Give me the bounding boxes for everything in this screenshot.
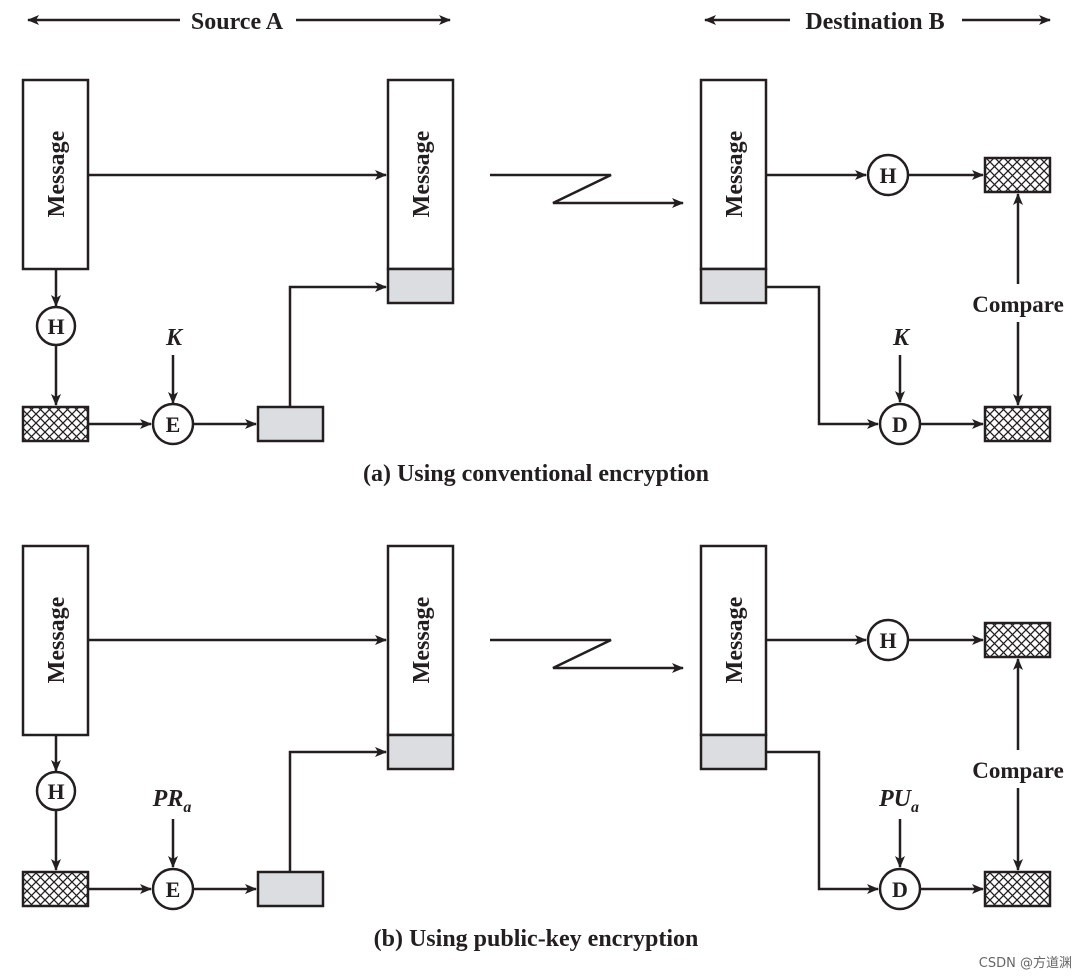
decrypt-label: D bbox=[892, 412, 908, 437]
decryption-key-label: K bbox=[892, 325, 911, 351]
panel-public-key-encryption: Message H PRa E Message Message H PUa D bbox=[21, 544, 1064, 952]
panel-conventional-encryption: Message H K E Message Message H K bbox=[21, 78, 1064, 487]
private-key-subscript: a bbox=[183, 799, 191, 816]
received-signature-block bbox=[699, 267, 768, 305]
encryption-key-label: K bbox=[165, 325, 184, 351]
source-label: Source A bbox=[191, 9, 284, 35]
hash-label: H bbox=[47, 779, 64, 804]
watermark: CSDN @方道渊 bbox=[979, 955, 1072, 971]
public-key-label: PUa bbox=[878, 786, 919, 816]
compare-label: Compare bbox=[972, 758, 1064, 783]
signature-to-decrypt-arrow bbox=[766, 750, 879, 894]
decrypt-label: D bbox=[892, 877, 908, 902]
encrypted-hash-block bbox=[256, 870, 325, 908]
outgoing-signature-block bbox=[386, 733, 455, 771]
encrypted-hash-block bbox=[256, 405, 325, 443]
hash-digest-block bbox=[21, 405, 90, 443]
encrypt-label: E bbox=[166, 877, 181, 902]
transmission-arrow bbox=[490, 638, 684, 673]
decrypted-digest-block bbox=[983, 405, 1052, 443]
header: Source A Destination B bbox=[27, 9, 1051, 35]
private-key-base: PR bbox=[152, 786, 184, 812]
caption-b: (b) Using public-key encryption bbox=[374, 926, 699, 952]
encrypt-label: E bbox=[166, 412, 181, 437]
signature-attach-arrow bbox=[288, 282, 387, 407]
outgoing-message-box bbox=[386, 544, 455, 737]
public-key-base: PU bbox=[878, 786, 913, 812]
dest-hash-label: H bbox=[879, 628, 896, 653]
outgoing-message-label: Message bbox=[409, 130, 435, 217]
source-message-label: Message bbox=[44, 130, 70, 217]
caption-a: (a) Using conventional encryption bbox=[363, 461, 709, 487]
received-signature-block bbox=[699, 733, 768, 771]
private-key-label: PRa bbox=[152, 786, 192, 816]
received-message-label: Message bbox=[722, 596, 748, 683]
signature-attach-arrow bbox=[288, 747, 387, 872]
compare-label: Compare bbox=[972, 292, 1064, 317]
signature-to-decrypt-arrow bbox=[766, 285, 879, 429]
outgoing-message-label: Message bbox=[409, 596, 435, 683]
transmission-arrow bbox=[490, 173, 684, 208]
decrypted-digest-block bbox=[983, 870, 1052, 908]
received-message-label: Message bbox=[722, 130, 748, 217]
outgoing-signature-block bbox=[386, 267, 455, 305]
destination-label: Destination B bbox=[805, 9, 944, 35]
received-message-box bbox=[699, 544, 768, 737]
hash-label: H bbox=[47, 314, 64, 339]
dest-hash-label: H bbox=[879, 163, 896, 188]
hash-digest-block bbox=[21, 870, 90, 908]
computed-digest-block bbox=[983, 156, 1052, 194]
source-message-label: Message bbox=[44, 596, 70, 683]
computed-digest-block bbox=[983, 621, 1052, 659]
source-message-box bbox=[21, 78, 90, 271]
public-key-subscript: a bbox=[911, 799, 919, 816]
